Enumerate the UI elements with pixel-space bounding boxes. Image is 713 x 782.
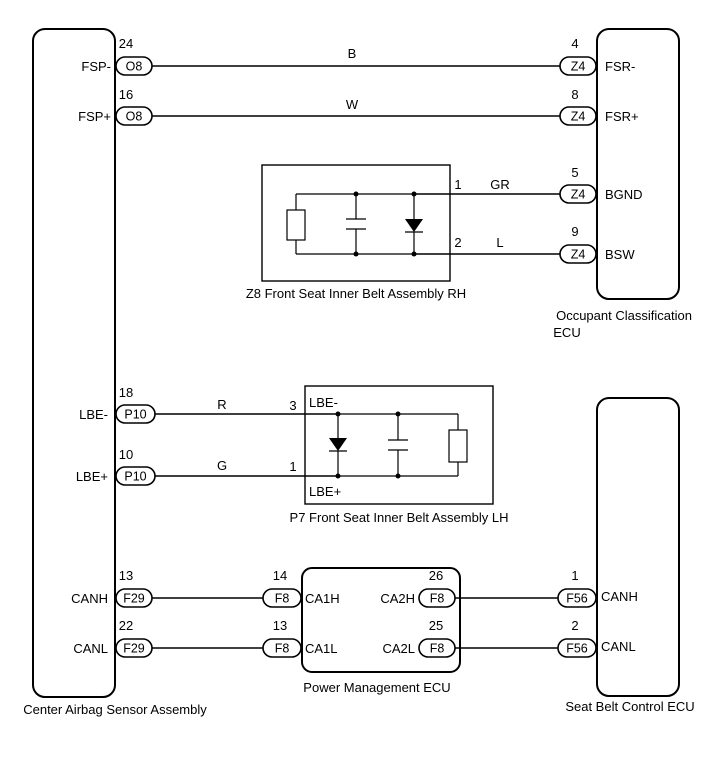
occupant-ecu-label-line2: ECU bbox=[553, 325, 580, 340]
belt-rh-circuit bbox=[286, 191, 423, 257]
svg-text:CANL: CANL bbox=[73, 641, 108, 656]
wire-color-codes: B W GR L R G bbox=[217, 46, 510, 473]
svg-text:22: 22 bbox=[119, 618, 133, 633]
svg-text:1: 1 bbox=[454, 177, 461, 192]
seat-belt-ecu-label: Seat Belt Control ECU bbox=[565, 699, 694, 714]
svg-text:5: 5 bbox=[571, 165, 578, 180]
belt-lh-label: P7 Front Seat Inner Belt Assembly LH bbox=[290, 510, 509, 525]
wires bbox=[152, 65, 560, 649]
svg-text:B: B bbox=[348, 46, 357, 61]
svg-text:CA1H: CA1H bbox=[305, 591, 340, 606]
svg-text:2: 2 bbox=[571, 618, 578, 633]
svg-text:FSP-: FSP- bbox=[81, 59, 111, 74]
svg-text:CA2H: CA2H bbox=[380, 591, 415, 606]
belt-rh-label: Z8 Front Seat Inner Belt Assembly RH bbox=[246, 286, 466, 301]
svg-text:3: 3 bbox=[289, 398, 296, 413]
connector-ca1l: F8 bbox=[262, 638, 302, 658]
svg-text:Z4: Z4 bbox=[571, 248, 586, 262]
connector-lbe-plus: P10 bbox=[115, 466, 156, 486]
svg-text:O8: O8 bbox=[126, 110, 143, 124]
connector-canh-sb: F56 bbox=[557, 588, 597, 608]
belt-lh-circuit bbox=[329, 411, 468, 479]
connector-canl-sb: F56 bbox=[557, 638, 597, 658]
occupant-classification-ecu-box bbox=[596, 28, 680, 300]
svg-text:16: 16 bbox=[119, 87, 133, 102]
svg-text:4: 4 bbox=[571, 36, 578, 51]
seat-belt-control-ecu-box bbox=[596, 397, 680, 697]
center-airbag-sensor-box bbox=[32, 28, 116, 698]
svg-text:LBE+: LBE+ bbox=[309, 484, 341, 499]
svg-text:18: 18 bbox=[119, 385, 133, 400]
svg-text:Z4: Z4 bbox=[571, 188, 586, 202]
svg-text:9: 9 bbox=[571, 224, 578, 239]
svg-text:1: 1 bbox=[289, 459, 296, 474]
connector-bsw: Z4 bbox=[559, 244, 597, 264]
svg-text:10: 10 bbox=[119, 447, 133, 462]
svg-text:CANH: CANH bbox=[71, 591, 108, 606]
connector-bgnd: Z4 bbox=[559, 184, 597, 204]
svg-text:LBE-: LBE- bbox=[79, 407, 108, 422]
svg-text:26: 26 bbox=[429, 568, 443, 583]
svg-text:LBE-: LBE- bbox=[309, 395, 338, 410]
svg-text:F8: F8 bbox=[430, 642, 445, 656]
svg-text:25: 25 bbox=[429, 618, 443, 633]
svg-text:1: 1 bbox=[571, 568, 578, 583]
signal-labels: FSP- FSP+ LBE- LBE+ CANH CANL FSR- FSR+ … bbox=[71, 59, 642, 656]
svg-text:13: 13 bbox=[119, 568, 133, 583]
svg-text:Z4: Z4 bbox=[571, 60, 586, 74]
svg-text:F29: F29 bbox=[123, 642, 145, 656]
connector-fsp-plus: O8 bbox=[115, 106, 153, 126]
connector-ca2l: F8 bbox=[418, 638, 456, 658]
connectors: O8 O8 P10 P10 F29 F29 Z4 Z4 bbox=[115, 56, 597, 658]
connector-fsp-minus: O8 bbox=[115, 56, 153, 76]
pin-numbers: 24 16 18 10 13 22 4 8 5 9 14 13 26 25 1 … bbox=[119, 36, 579, 633]
svg-text:14: 14 bbox=[273, 568, 287, 583]
connector-ca1h: F8 bbox=[262, 588, 302, 608]
connector-lbe-minus: P10 bbox=[115, 404, 156, 424]
svg-text:BSW: BSW bbox=[605, 247, 635, 262]
svg-text:13: 13 bbox=[273, 618, 287, 633]
svg-text:F8: F8 bbox=[430, 592, 445, 606]
svg-text:LBE+: LBE+ bbox=[76, 469, 108, 484]
connector-canl-left: F29 bbox=[115, 638, 153, 658]
svg-text:O8: O8 bbox=[126, 60, 143, 74]
svg-text:F56: F56 bbox=[566, 592, 588, 606]
occupant-ecu-label-line1: Occupant Classification bbox=[556, 308, 692, 323]
power-management-label: Power Management ECU bbox=[303, 680, 450, 695]
connector-fsr-plus: Z4 bbox=[559, 106, 597, 126]
svg-text:F29: F29 bbox=[123, 592, 145, 606]
connector-ca2h: F8 bbox=[418, 588, 456, 608]
svg-text:CA2L: CA2L bbox=[382, 641, 415, 656]
svg-text:F56: F56 bbox=[566, 642, 588, 656]
svg-text:CANH: CANH bbox=[601, 589, 638, 604]
svg-text:P10: P10 bbox=[124, 470, 146, 484]
connector-fsr-minus: Z4 bbox=[559, 56, 597, 76]
svg-text:FSR+: FSR+ bbox=[605, 109, 639, 124]
center-airbag-sensor-label: Center Airbag Sensor Assembly bbox=[23, 702, 207, 717]
svg-text:8: 8 bbox=[571, 87, 578, 102]
svg-text:P10: P10 bbox=[124, 408, 146, 422]
svg-text:Z4: Z4 bbox=[571, 110, 586, 124]
svg-text:FSP+: FSP+ bbox=[78, 109, 111, 124]
component-names: Center Airbag Sensor Assembly Occupant C… bbox=[23, 286, 694, 717]
belt-assembly-rh-box bbox=[261, 164, 451, 282]
svg-text:F8: F8 bbox=[275, 592, 290, 606]
svg-text:CANL: CANL bbox=[601, 639, 636, 654]
svg-text:R: R bbox=[217, 397, 226, 412]
svg-text:FSR-: FSR- bbox=[605, 59, 635, 74]
svg-text:BGND: BGND bbox=[605, 187, 643, 202]
svg-text:24: 24 bbox=[119, 36, 133, 51]
svg-text:CA1L: CA1L bbox=[305, 641, 338, 656]
connector-canh-left: F29 bbox=[115, 588, 153, 608]
svg-text:G: G bbox=[217, 458, 227, 473]
svg-text:L: L bbox=[496, 235, 503, 250]
svg-text:W: W bbox=[346, 97, 359, 112]
svg-text:2: 2 bbox=[454, 235, 461, 250]
svg-text:F8: F8 bbox=[275, 642, 290, 656]
svg-text:GR: GR bbox=[490, 177, 510, 192]
